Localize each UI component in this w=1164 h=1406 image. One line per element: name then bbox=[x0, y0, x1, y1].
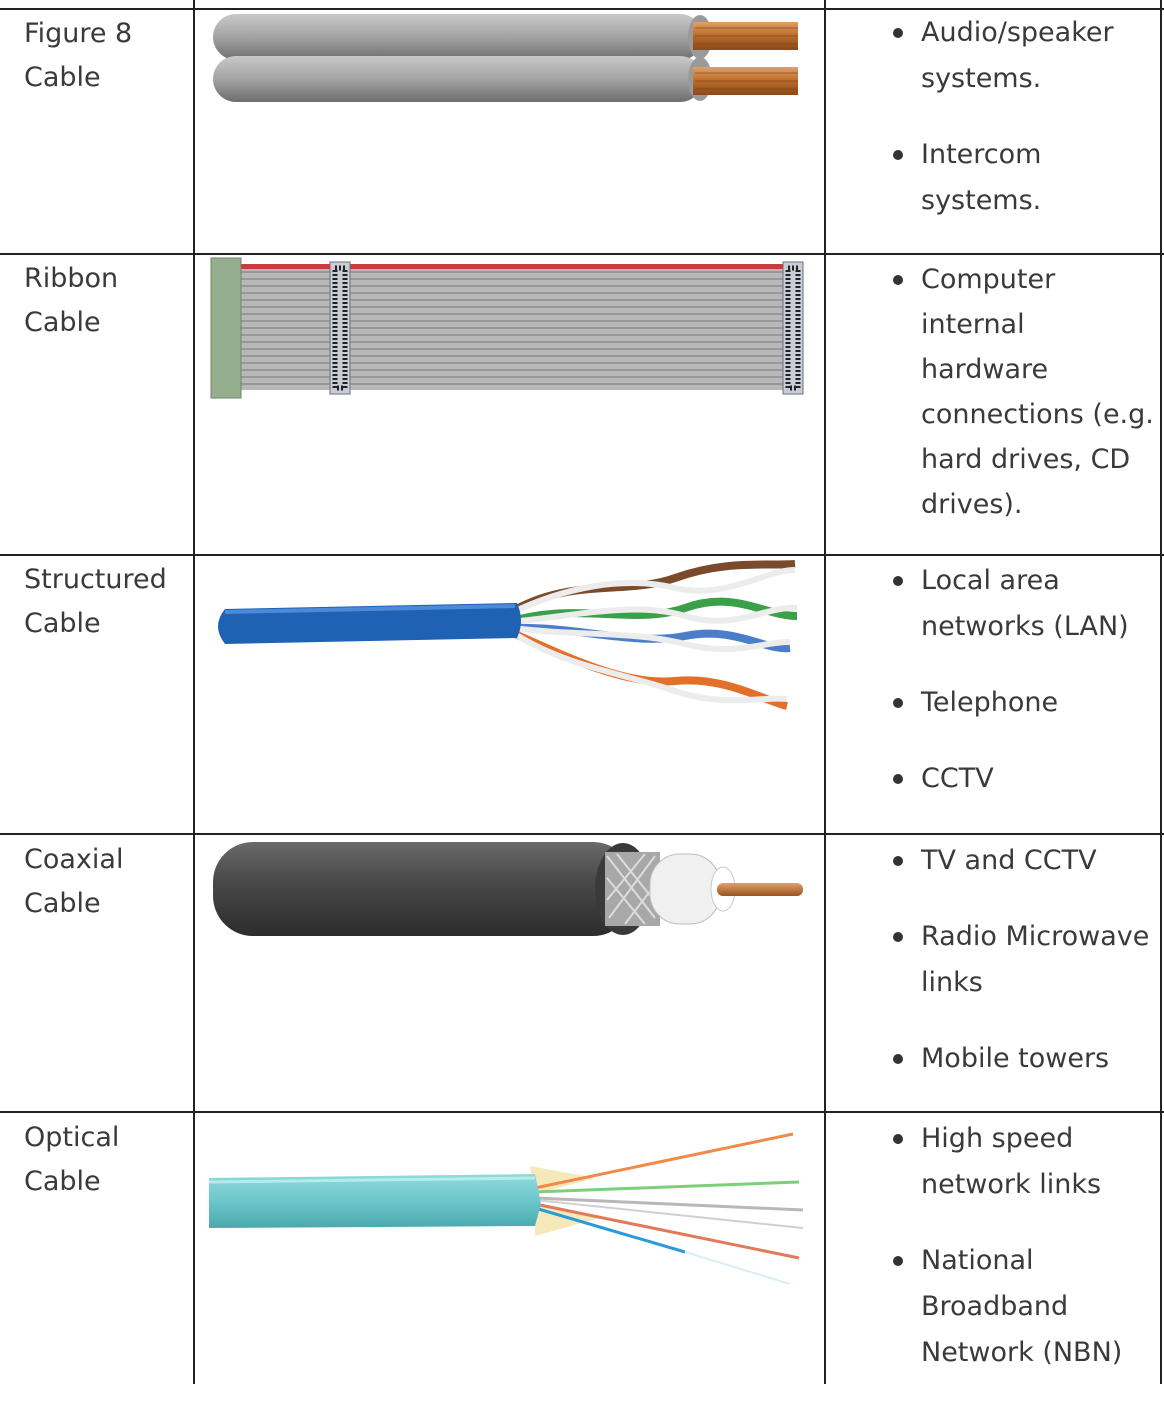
uses-list: TV and CCTV Radio Microwave links Mobile… bbox=[890, 838, 1160, 1112]
coaxial-cable-illustration bbox=[213, 842, 803, 936]
uses-list: Computer internal hardware connections (… bbox=[890, 257, 1160, 557]
uses-list-item: National Broadband Network (NBN) bbox=[890, 1238, 1160, 1376]
row-divider bbox=[0, 1111, 1164, 1113]
uses-list: Audio/speaker systems. Intercom systems. bbox=[890, 10, 1160, 254]
uses-list-item: Radio Microwave links bbox=[890, 914, 1160, 1006]
uses-list-item: TV and CCTV bbox=[890, 838, 1160, 884]
structured-cable-illustration bbox=[218, 560, 798, 710]
cable-name: Coaxial Cable bbox=[24, 838, 184, 926]
uses-list-item: CCTV bbox=[890, 756, 1160, 802]
cable-name-line: Coaxial bbox=[24, 844, 124, 875]
cable-name-line: Cable bbox=[24, 608, 101, 639]
uses-list-item: Mobile towers bbox=[890, 1036, 1160, 1082]
uses-list: High speed network links National Broadb… bbox=[890, 1116, 1160, 1406]
column-divider bbox=[193, 0, 195, 1384]
optical-cable-illustration bbox=[208, 1132, 804, 1285]
row-divider bbox=[0, 253, 1164, 255]
cable-name-line: Cable bbox=[24, 888, 101, 919]
table-border bbox=[0, 8, 1164, 10]
cable-name-line: Optical bbox=[24, 1122, 120, 1153]
cable-name-line: Structured bbox=[24, 564, 167, 595]
row-divider bbox=[0, 833, 1164, 835]
uses-list: Local area networks (LAN) Telephone CCTV bbox=[890, 558, 1160, 832]
table-border bbox=[1160, 0, 1162, 1384]
row-divider bbox=[0, 554, 1164, 556]
figure-8-cable-illustration bbox=[213, 14, 798, 102]
cable-name: Optical Cable bbox=[24, 1116, 184, 1204]
uses-list-item: Intercom systems. bbox=[890, 132, 1160, 224]
cable-name: Figure 8 Cable bbox=[24, 12, 184, 100]
uses-list-item: Local area networks (LAN) bbox=[890, 558, 1160, 650]
uses-list-item: Computer internal hardware connections (… bbox=[890, 257, 1160, 527]
uses-list-item: Telephone bbox=[890, 680, 1160, 726]
uses-list-item: Audio/speaker systems. bbox=[890, 10, 1160, 102]
cable-name: Ribbon Cable bbox=[24, 257, 184, 345]
cable-name-line: Figure 8 bbox=[24, 18, 133, 49]
ribbon-cable-illustration bbox=[210, 257, 804, 399]
column-divider bbox=[824, 0, 826, 1384]
cable-name-line: Cable bbox=[24, 307, 101, 338]
uses-list-item: High speed network links bbox=[890, 1116, 1160, 1208]
cable-name-line: Cable bbox=[24, 1166, 101, 1197]
cable-name: Structured Cable bbox=[24, 558, 184, 646]
cable-name-line: Cable bbox=[24, 62, 101, 93]
cable-name-line: Ribbon bbox=[24, 263, 119, 294]
